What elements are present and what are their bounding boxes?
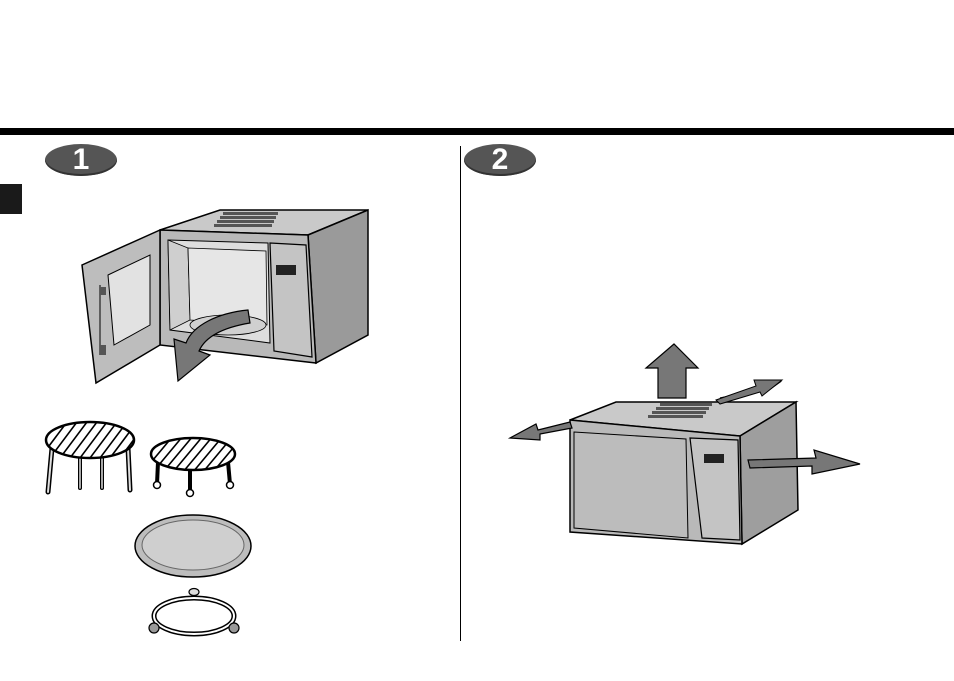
section-tab (0, 184, 22, 214)
high-rack-icon (40, 418, 140, 500)
low-rack-icon (148, 436, 240, 498)
step-2-badge: 2 (464, 144, 536, 176)
open-microwave-illustration (78, 205, 378, 385)
column-divider (460, 146, 461, 641)
top-rule (0, 128, 954, 135)
roller-ring-icon (144, 586, 244, 642)
step-1-badge: 1 (45, 144, 117, 176)
glass-tray-icon (132, 512, 254, 580)
ventilation-clearance-illustration (500, 340, 870, 550)
